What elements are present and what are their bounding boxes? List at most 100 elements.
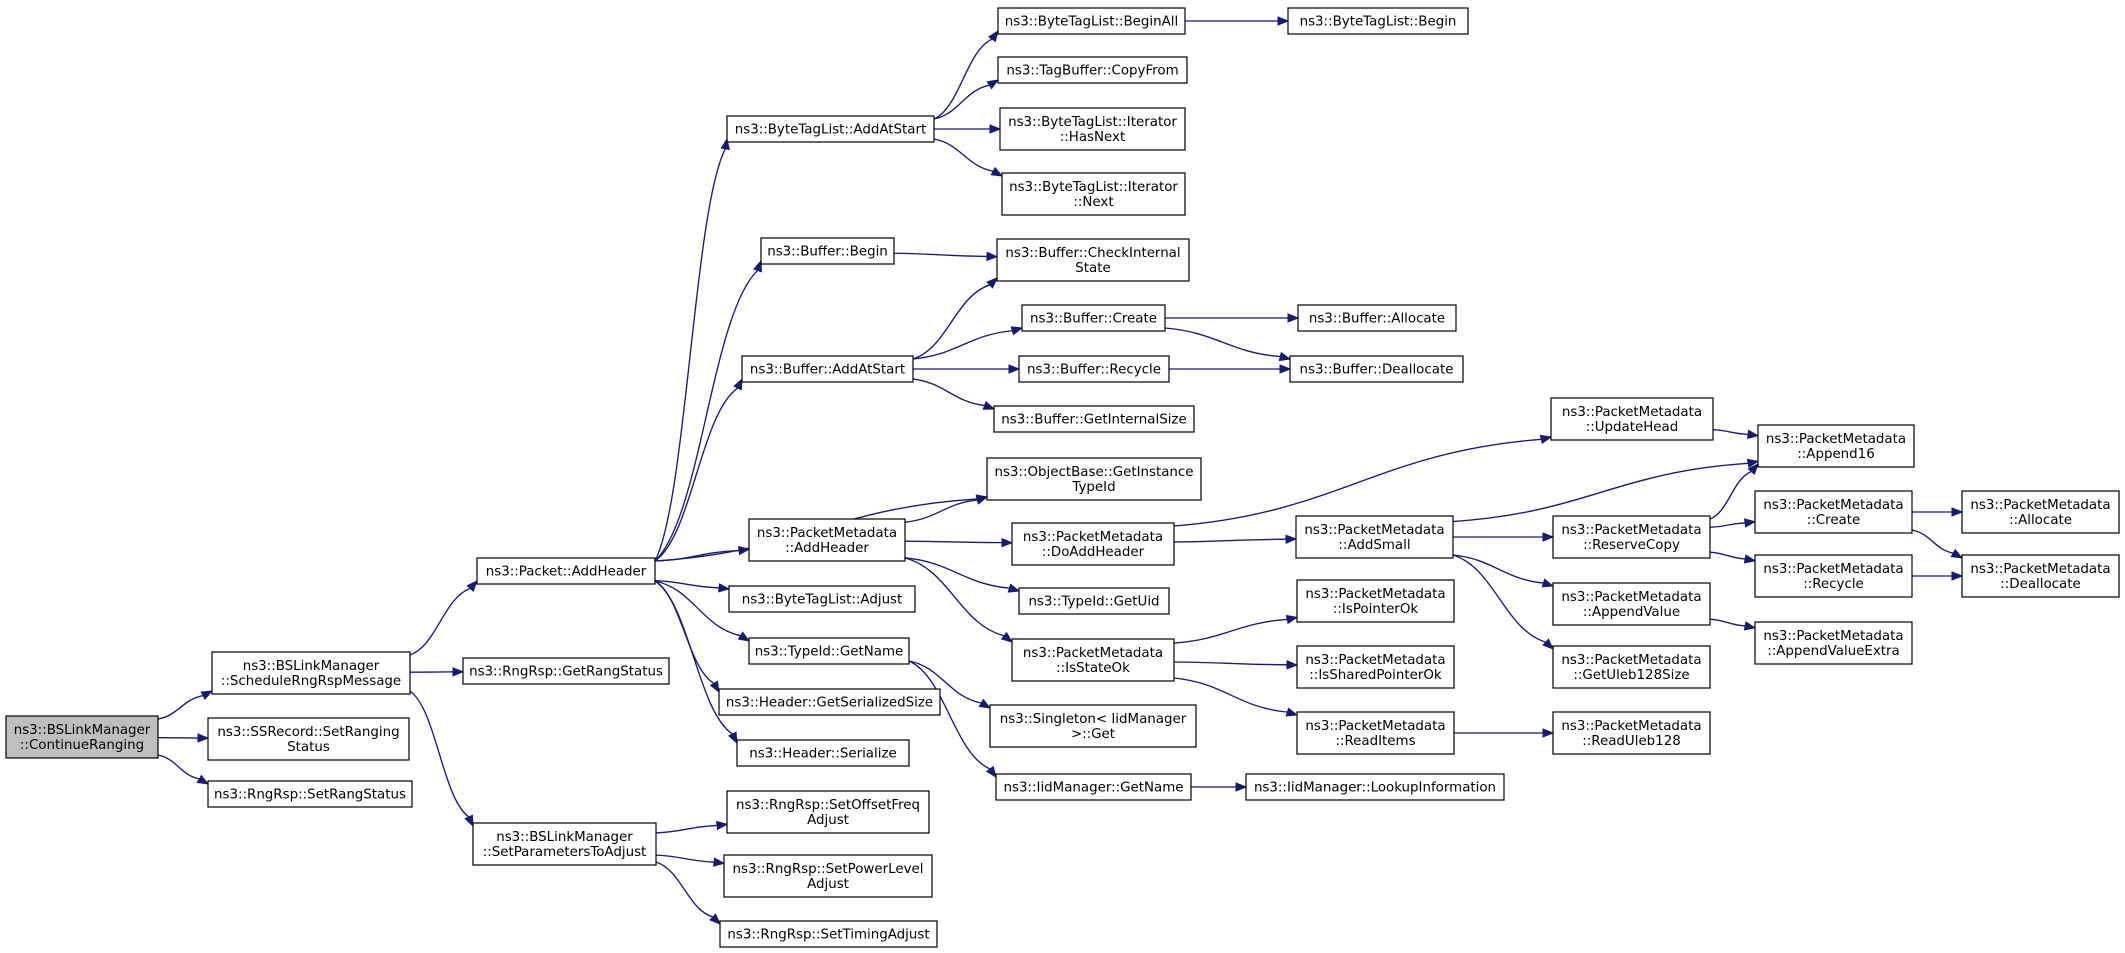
- call-edge-arrowhead: [709, 680, 720, 694]
- call-edge-arrowhead: [1747, 462, 1759, 476]
- call-edge-line: [1173, 438, 1542, 527]
- function-node[interactable]: ns3::Buffer::Begin: [760, 237, 895, 265]
- function-node-box: [1011, 638, 1175, 682]
- function-node[interactable]: ns3::BSLinkManager::ScheduleRngRspMessag…: [211, 651, 411, 695]
- function-node[interactable]: ns3::PacketMetadata::ReserveCopy: [1552, 515, 1711, 559]
- function-node-box: [993, 405, 1195, 433]
- function-node[interactable]: ns3::Singleton< IidManager>::Get: [989, 704, 1197, 748]
- function-node-label: ns3::Packet::AddHeader: [486, 565, 647, 580]
- function-node[interactable]: ns3::ByteTagList::AddAtStart: [726, 115, 935, 143]
- call-edge: [1164, 327, 1292, 362]
- call-edge: [654, 580, 738, 745]
- call-edge-line: [908, 660, 991, 770]
- call-edge-arrowhead: [1541, 578, 1555, 588]
- call-edge: [654, 377, 743, 562]
- function-node[interactable]: ns3::Buffer::AddAtStart: [741, 355, 914, 383]
- function-node[interactable]: ns3::PacketMetadata::IsSharedPointerOk: [1296, 645, 1455, 689]
- call-edge: [1453, 532, 1555, 542]
- function-node-box: [5, 715, 159, 759]
- call-edge-line: [1173, 618, 1288, 644]
- function-node[interactable]: ns3::TypeId::GetUid: [1018, 587, 1170, 615]
- function-node[interactable]: ns3::TypeId::GetName: [748, 637, 910, 665]
- function-node[interactable]: ns3::PacketMetadata::UpdateHead: [1550, 397, 1714, 441]
- call-edge-line: [1712, 429, 1749, 436]
- function-node-label: ns3::PacketMetadata: [757, 526, 897, 541]
- function-node[interactable]: ns3::RngRsp::SetRangStatus: [207, 780, 413, 808]
- function-node-box: [1754, 490, 1913, 534]
- function-node[interactable]: ns3::PacketMetadata::AddSmall: [1295, 515, 1454, 559]
- function-node[interactable]: ns3::IidManager::LookupInformation: [1245, 773, 1505, 801]
- call-edge: [654, 259, 762, 562]
- call-edge-arrowhead: [1277, 16, 1290, 26]
- function-node[interactable]: ns3::PacketMetadata::Allocate: [1961, 490, 2120, 534]
- function-node[interactable]: ns3::PacketMetadata::ReadItems: [1296, 711, 1455, 755]
- function-node-box: [1018, 355, 1170, 383]
- function-node[interactable]: ns3::PacketMetadata::ReadUleb128: [1552, 711, 1711, 755]
- call-edge: [904, 495, 989, 523]
- call-edge: [654, 580, 731, 593]
- function-node-box: [997, 56, 1188, 84]
- function-node[interactable]: ns3::RngRsp::GetRangStatus: [462, 657, 670, 685]
- call-edge: [933, 79, 1000, 120]
- call-edge: [1173, 660, 1299, 670]
- function-node[interactable]: ns3::ByteTagList::BeginAll: [997, 7, 1186, 35]
- function-node-box: [1757, 424, 1915, 468]
- function-node[interactable]: ns3::TagBuffer::CopyFrom: [997, 56, 1188, 84]
- call-edge: [157, 733, 210, 743]
- function-node[interactable]: ns3::Buffer::Deallocate: [1289, 355, 1464, 383]
- call-edge: [1452, 554, 1554, 650]
- function-node[interactable]: ns3::PacketMetadata::Append16: [1757, 424, 1915, 468]
- function-node-label: ns3::RngRsp::GetRangStatus: [469, 665, 663, 680]
- function-node-box: [1245, 773, 1505, 801]
- function-node[interactable]: ns3::ByteTagList::Iterator::Next: [1001, 172, 1186, 216]
- function-node-label: ns3::PacketMetadata: [1561, 653, 1701, 668]
- function-node[interactable]: ns3::Header::GetSerializedSize: [718, 688, 941, 716]
- function-node[interactable]: ns3::PacketMetadata::Create: [1754, 490, 1913, 534]
- function-node[interactable]: ns3::Buffer::Recycle: [1018, 355, 1170, 383]
- function-node-label: ::Allocate: [2009, 513, 2072, 528]
- call-edge-arrowhead: [1746, 458, 1760, 469]
- function-node[interactable]: ns3::IidManager::GetName: [995, 773, 1192, 801]
- function-node[interactable]: ns3::Header::Serialize: [736, 739, 910, 767]
- function-node-label: ns3::PacketMetadata: [1763, 629, 1903, 644]
- function-node[interactable]: ns3::PacketMetadata::AppendValue: [1552, 582, 1711, 626]
- function-node[interactable]: ns3::Buffer::GetInternalSize: [993, 405, 1195, 433]
- function-node[interactable]: ns3::PacketMetadata::DoAddHeader: [1011, 522, 1175, 566]
- function-node[interactable]: ns3::PacketMetadata::GetUleb128Size: [1552, 645, 1711, 689]
- function-node[interactable]: ns3::RngRsp::SetTimingAdjust: [719, 920, 938, 948]
- function-node-label: ns3::PacketMetadata: [1766, 432, 1906, 447]
- call-edge-arrowhead: [728, 731, 738, 745]
- call-edge: [908, 660, 997, 779]
- function-node[interactable]: ns3::PacketMetadata::IsPointerOk: [1296, 579, 1455, 623]
- call-edge-arrowhead: [1950, 548, 1964, 559]
- call-edge-line: [904, 557, 1010, 589]
- call-edge-arrowhead: [1542, 532, 1555, 542]
- function-node[interactable]: ns3::Buffer::Allocate: [1297, 304, 1457, 332]
- call-edge: [904, 557, 1014, 643]
- function-node[interactable]: ns3::PacketMetadata::Deallocate: [1961, 554, 2120, 598]
- function-node-box: [741, 355, 914, 383]
- function-node[interactable]: ns3::ByteTagList::Adjust: [728, 585, 916, 613]
- call-edge: [409, 667, 465, 677]
- function-node[interactable]: ns3::ByteTagList::Iterator::HasNext: [999, 107, 1186, 151]
- function-node[interactable]: ns3::Packet::AddHeader: [476, 557, 656, 585]
- function-node[interactable]: ns3::PacketMetadata::Recycle: [1754, 554, 1913, 598]
- function-node-label: Adjust: [807, 813, 849, 828]
- function-node[interactable]: ns3::ByteTagList::Begin: [1287, 7, 1469, 35]
- function-node-box: [986, 457, 1202, 501]
- function-node[interactable]: ns3::PacketMetadata::IsStateOk: [1011, 638, 1175, 682]
- function-node-box: [726, 790, 930, 834]
- function-node-label: ns3::Buffer::Create: [1030, 312, 1157, 327]
- function-node[interactable]: ns3::Buffer::Create: [1021, 304, 1166, 332]
- function-node-label: ns3::BSLinkManager: [243, 659, 380, 674]
- function-node[interactable]: ns3::BSLinkManager::SetParametersToAdjus…: [472, 822, 657, 866]
- call-edge: [1709, 618, 1757, 631]
- function-node[interactable]: ns3::PacketMetadata::AppendValueExtra: [1754, 621, 1913, 665]
- root-function-node[interactable]: ns3::BSLinkManager::ContinueRanging: [5, 715, 159, 759]
- function-node[interactable]: ns3::PacketMetadata::AddHeader: [748, 518, 906, 562]
